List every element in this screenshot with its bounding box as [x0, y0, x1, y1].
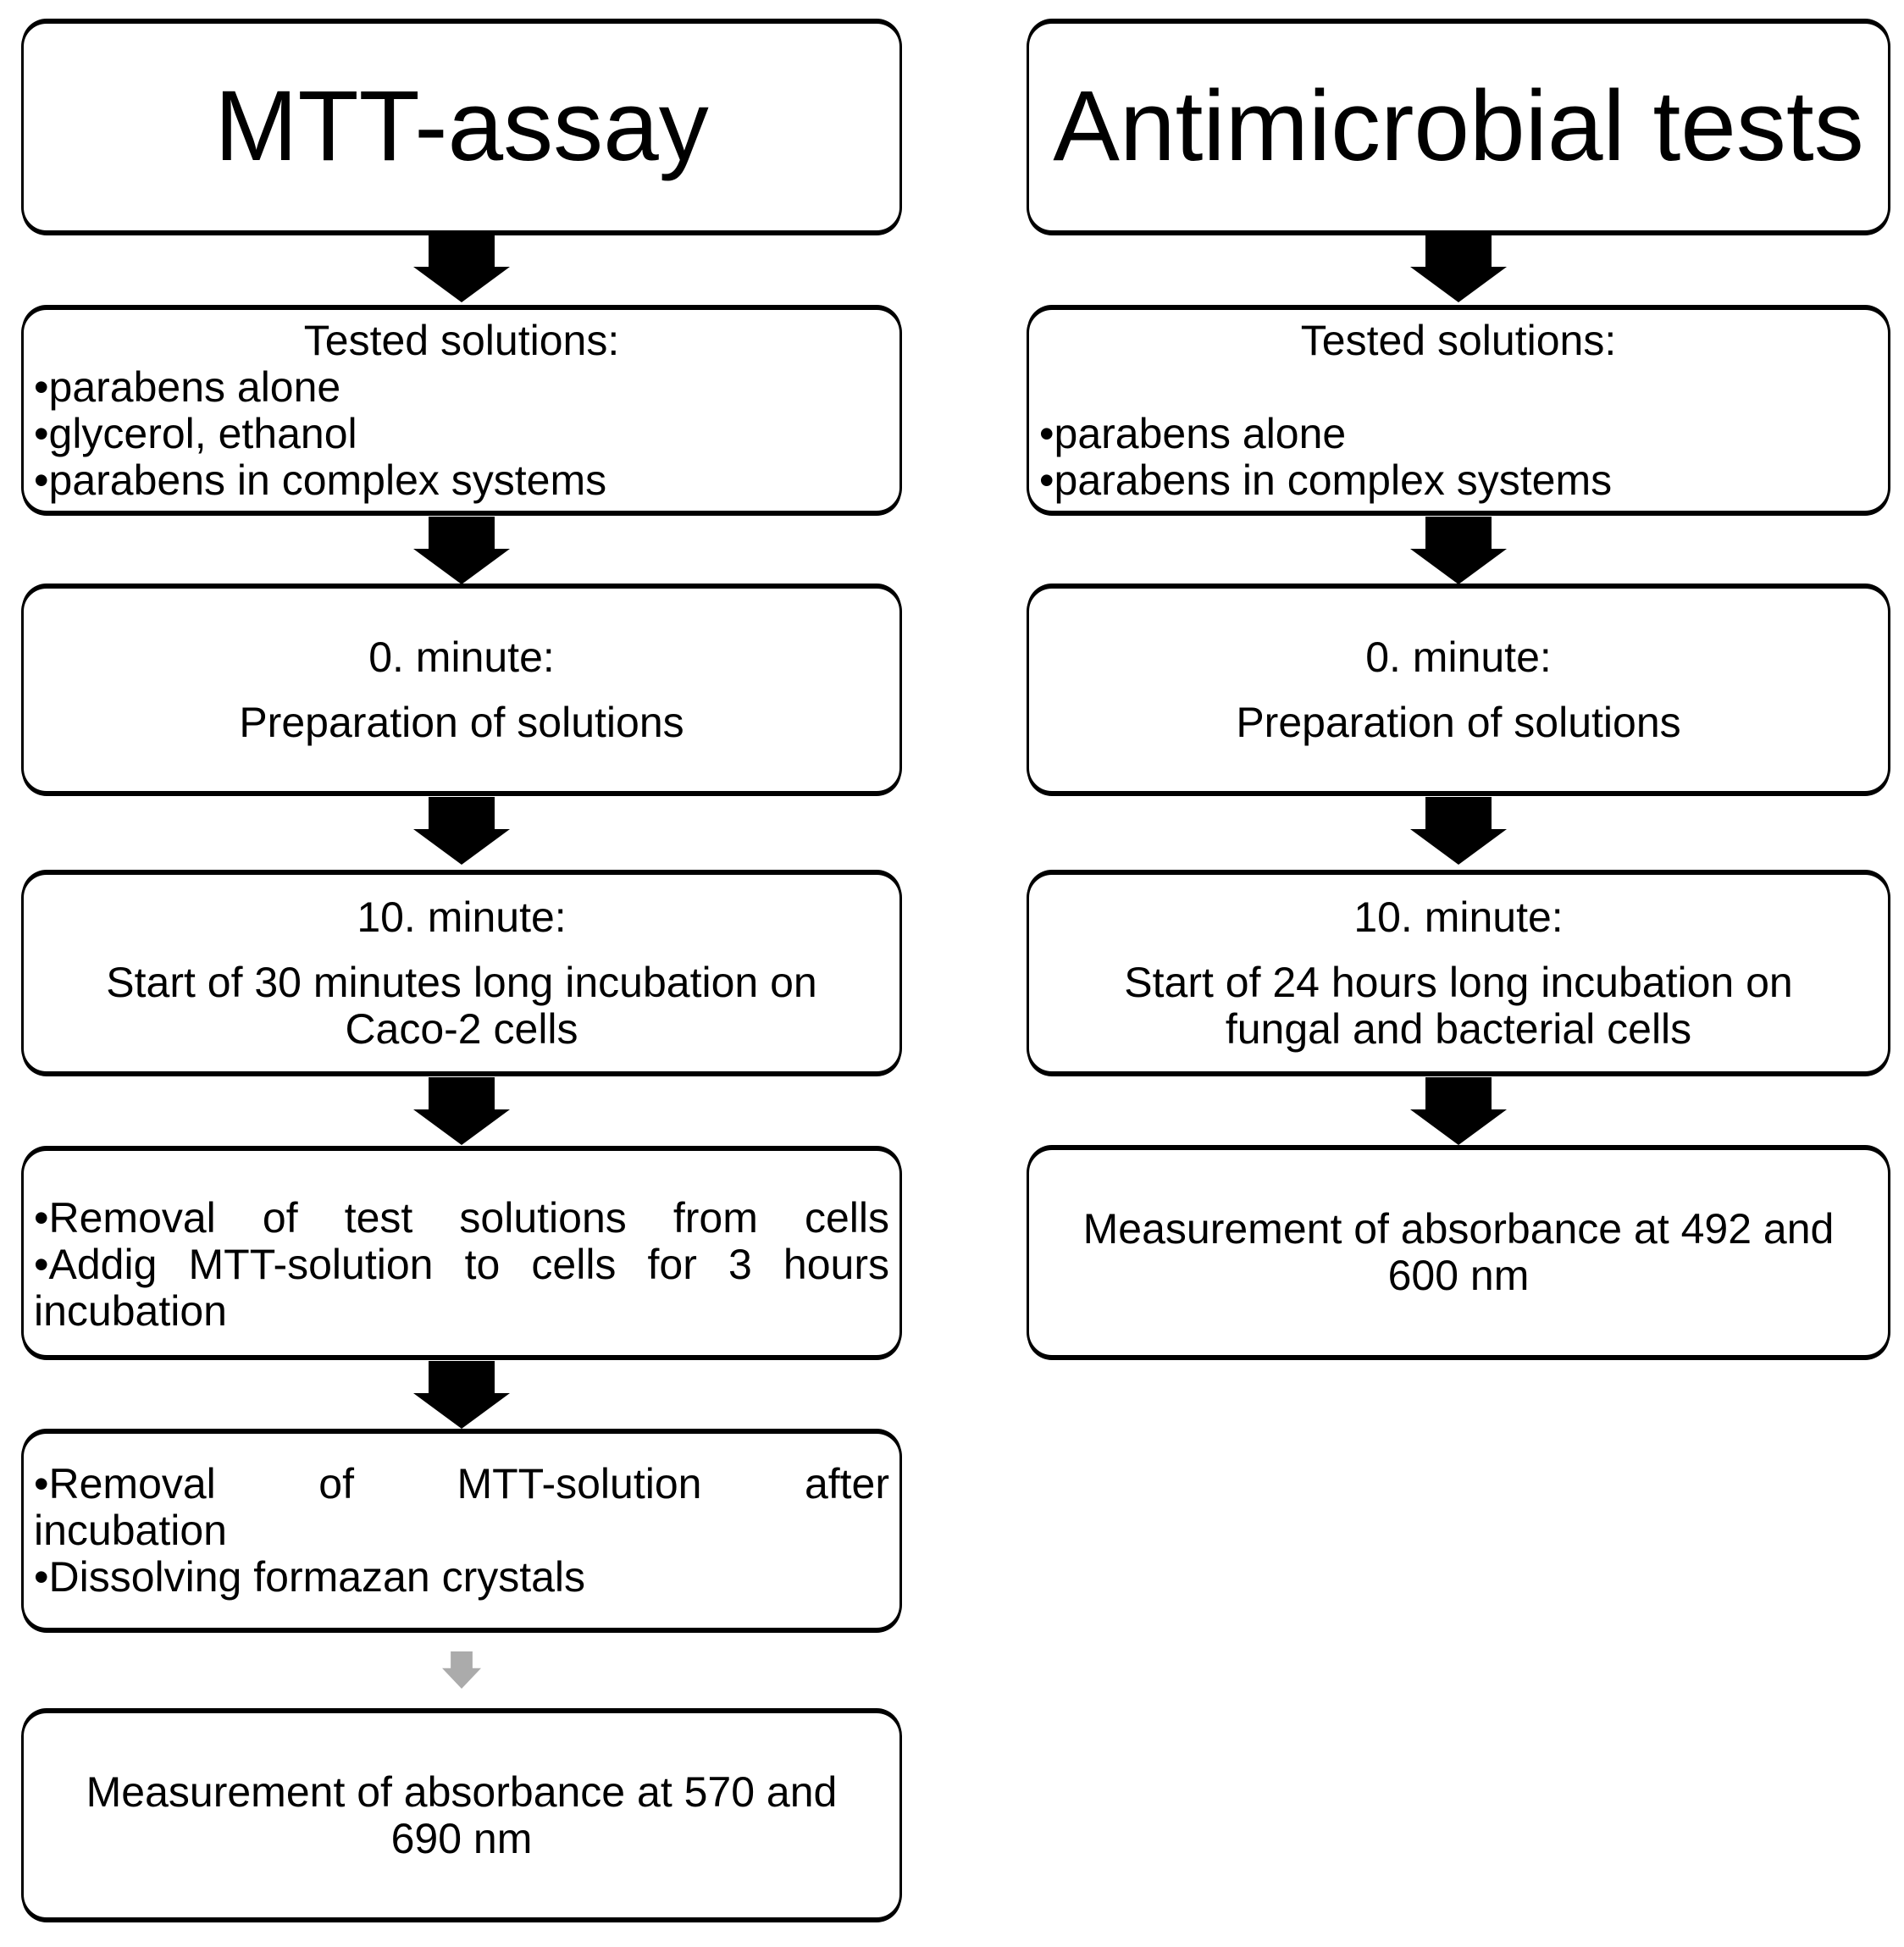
down-arrow-icon [413, 235, 510, 302]
box-body-line: fungal and bacterial cells [1225, 1004, 1692, 1053]
bullet-item: •glycerol, ethanol [34, 409, 357, 457]
box-heading: 0. minute: [368, 633, 555, 681]
bullet-item: •parabens alone [34, 362, 341, 411]
box-body-line: 600 nm [1387, 1252, 1530, 1299]
bullet-item-wrap: incubation [34, 1507, 227, 1554]
box-heading: Tested solutions: [1300, 316, 1617, 364]
blank-line [1039, 364, 1878, 411]
bullet-item: •Removal of MTT-solution after [34, 1460, 889, 1507]
box-body-line: Measurement of absorbance at 492 and [1082, 1205, 1835, 1253]
box-body-line: 690 nm [390, 1814, 533, 1862]
antimicrobial-minute10-box: 10. minute: Start of 24 hours long incub… [1027, 872, 1890, 1074]
bullet-item: •parabens alone [1039, 409, 1347, 457]
mtt-title-box: MTT-assay [21, 21, 902, 233]
box-body-line: Measurement of absorbance at 570 and [86, 1767, 838, 1816]
box-body-line: Start of 24 hours long incubation on [1124, 958, 1793, 1006]
down-arrow-icon [1410, 797, 1507, 865]
down-arrow-icon [1410, 235, 1507, 302]
mtt-minute10-box: 10. minute: Start of 30 minutes long inc… [21, 872, 902, 1074]
mtt-minute0-box: 0. minute: Preparation of solutions [21, 586, 902, 794]
antimicrobial-minute0-box: 0. minute: Preparation of solutions [1027, 586, 1890, 794]
antimicrobial-title-box: Antimicrobial tests [1027, 21, 1890, 233]
antimicrobial-title: Antimicrobial tests [1053, 70, 1864, 183]
antimicrobial-measurement-box: Measurement of absorbance at 492 and 600… [1027, 1148, 1890, 1358]
bullet-item-wrap: incubation [34, 1287, 227, 1335]
bullet-item: •Addig MTT-solution to cells for 3 hours [34, 1241, 889, 1288]
down-arrow-icon [413, 517, 510, 584]
box-heading: 0. minute: [1365, 633, 1552, 681]
box-body-line: Start of 30 minutes long incubation on [106, 958, 817, 1006]
mtt-title: MTT-assay [214, 70, 709, 183]
down-arrow-icon [413, 1077, 510, 1145]
down-arrow-gray-icon [442, 1651, 481, 1689]
mtt-tested-solutions-box: Tested solutions: •parabens alone •glyce… [21, 307, 902, 513]
antimicrobial-tested-solutions-box: Tested solutions: •parabens alone •parab… [1027, 307, 1890, 513]
mtt-removal-dissolve-box: •Removal of MTT-solution after incubatio… [21, 1431, 902, 1630]
mtt-removal-add-box: •Removal of test solutions from cells •A… [21, 1148, 902, 1358]
box-body-line: Caco-2 cells [345, 1004, 578, 1053]
bullet-item: •parabens in complex systems [1039, 456, 1613, 504]
box-heading: 10. minute: [1353, 893, 1564, 941]
box-heading: 10. minute: [357, 893, 567, 941]
box-body-line: Preparation of solutions [1236, 698, 1681, 746]
down-arrow-icon [413, 797, 510, 865]
down-arrow-icon [413, 1361, 510, 1429]
mtt-measurement-box: Measurement of absorbance at 570 and 690… [21, 1711, 902, 1920]
box-body-line: Preparation of solutions [239, 698, 684, 746]
bullet-item: •Removal of test solutions from cells [34, 1194, 889, 1242]
bullet-item: •Dissolving formazan crystals [34, 1553, 586, 1601]
bullet-item: •parabens in complex systems [34, 456, 607, 504]
box-heading: Tested solutions: [303, 316, 620, 364]
down-arrow-icon [1410, 517, 1507, 584]
down-arrow-icon [1410, 1077, 1507, 1145]
